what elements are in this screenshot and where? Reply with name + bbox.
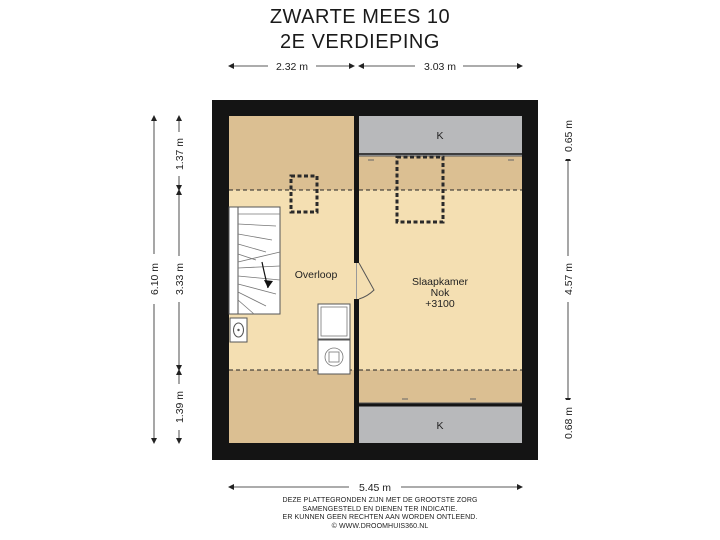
knee-wall-markers [368,159,514,400]
dim-right-mid: 4.57 m [561,256,575,302]
svg-text:6.10 m: 6.10 m [149,263,161,295]
svg-text:0.68 m: 0.68 m [563,407,575,439]
stair-direction-arrow [264,280,273,288]
ridge-height: +3100 [425,298,455,310]
ridge-label: Nok [431,287,450,299]
overloop-slope-top [229,116,354,190]
storage-label-top: K [436,130,443,142]
disclaimer-line: ER KUNNEN GEEN RECHTEN AAN WORDEN ONTLEE… [282,514,478,522]
dryer-icon [317,339,351,375]
overloop-slope-bottom [229,370,354,443]
washing-machine-icon [317,303,351,340]
staircase [228,206,281,315]
svg-text:1.37 m: 1.37 m [174,138,186,170]
dim-bottom: 5.45 m [349,480,401,494]
disclaimer-line: © WWW.DROOMHUIS360.NL [331,522,429,530]
plan-title: ZWARTE MEES 10 [269,6,451,28]
door-swing [358,262,375,300]
svg-text:3.03 m: 3.03 m [424,61,456,73]
storage-top [359,116,522,156]
disclaimer: DEZE PLATTEGRONDEN ZIJN MET DE GROOTSTE … [0,497,720,531]
dim-top-right: 3.03 m [415,59,463,73]
svg-text:1.39 m: 1.39 m [174,391,186,423]
dim-left-bottom: 1.39 m [172,384,186,430]
room-label-overloop: Overloop [295,269,338,281]
skylight [289,174,319,214]
dim-right-top: 0.65 m [561,113,575,159]
slaapkamer-slope-bottom [359,370,522,403]
disclaimer-line: DEZE PLATTEGRONDEN ZIJN MET DE GROOTSTE … [282,497,478,504]
skylight [395,155,445,224]
dim-left-total: 6.10 m [147,254,161,304]
washbasin-icon [229,317,248,343]
floor-name: 2E VERDIEPING [280,31,440,53]
svg-text:2.32 m: 2.32 m [276,61,308,73]
svg-text:5.45 m: 5.45 m [359,482,391,494]
storage-bottom [359,403,522,443]
room-label-slaapkamer: Slaapkamer [412,276,469,288]
svg-text:0.65 m: 0.65 m [563,120,575,152]
dim-left-mid: 3.33 m [172,256,186,302]
dim-left-top: 1.37 m [172,132,186,176]
storage-label-bottom: K [436,420,443,432]
slaapkamer-slope-top [359,156,522,190]
svg-text:3.33 m: 3.33 m [174,263,186,295]
svg-text:4.57 m: 4.57 m [563,263,575,295]
dim-right-bottom: 0.68 m [561,400,575,446]
dim-top-left: 2.32 m [268,59,316,73]
disclaimer-line: SAMENGESTELD EN DIENEN TER INDICATIE. [302,505,458,513]
